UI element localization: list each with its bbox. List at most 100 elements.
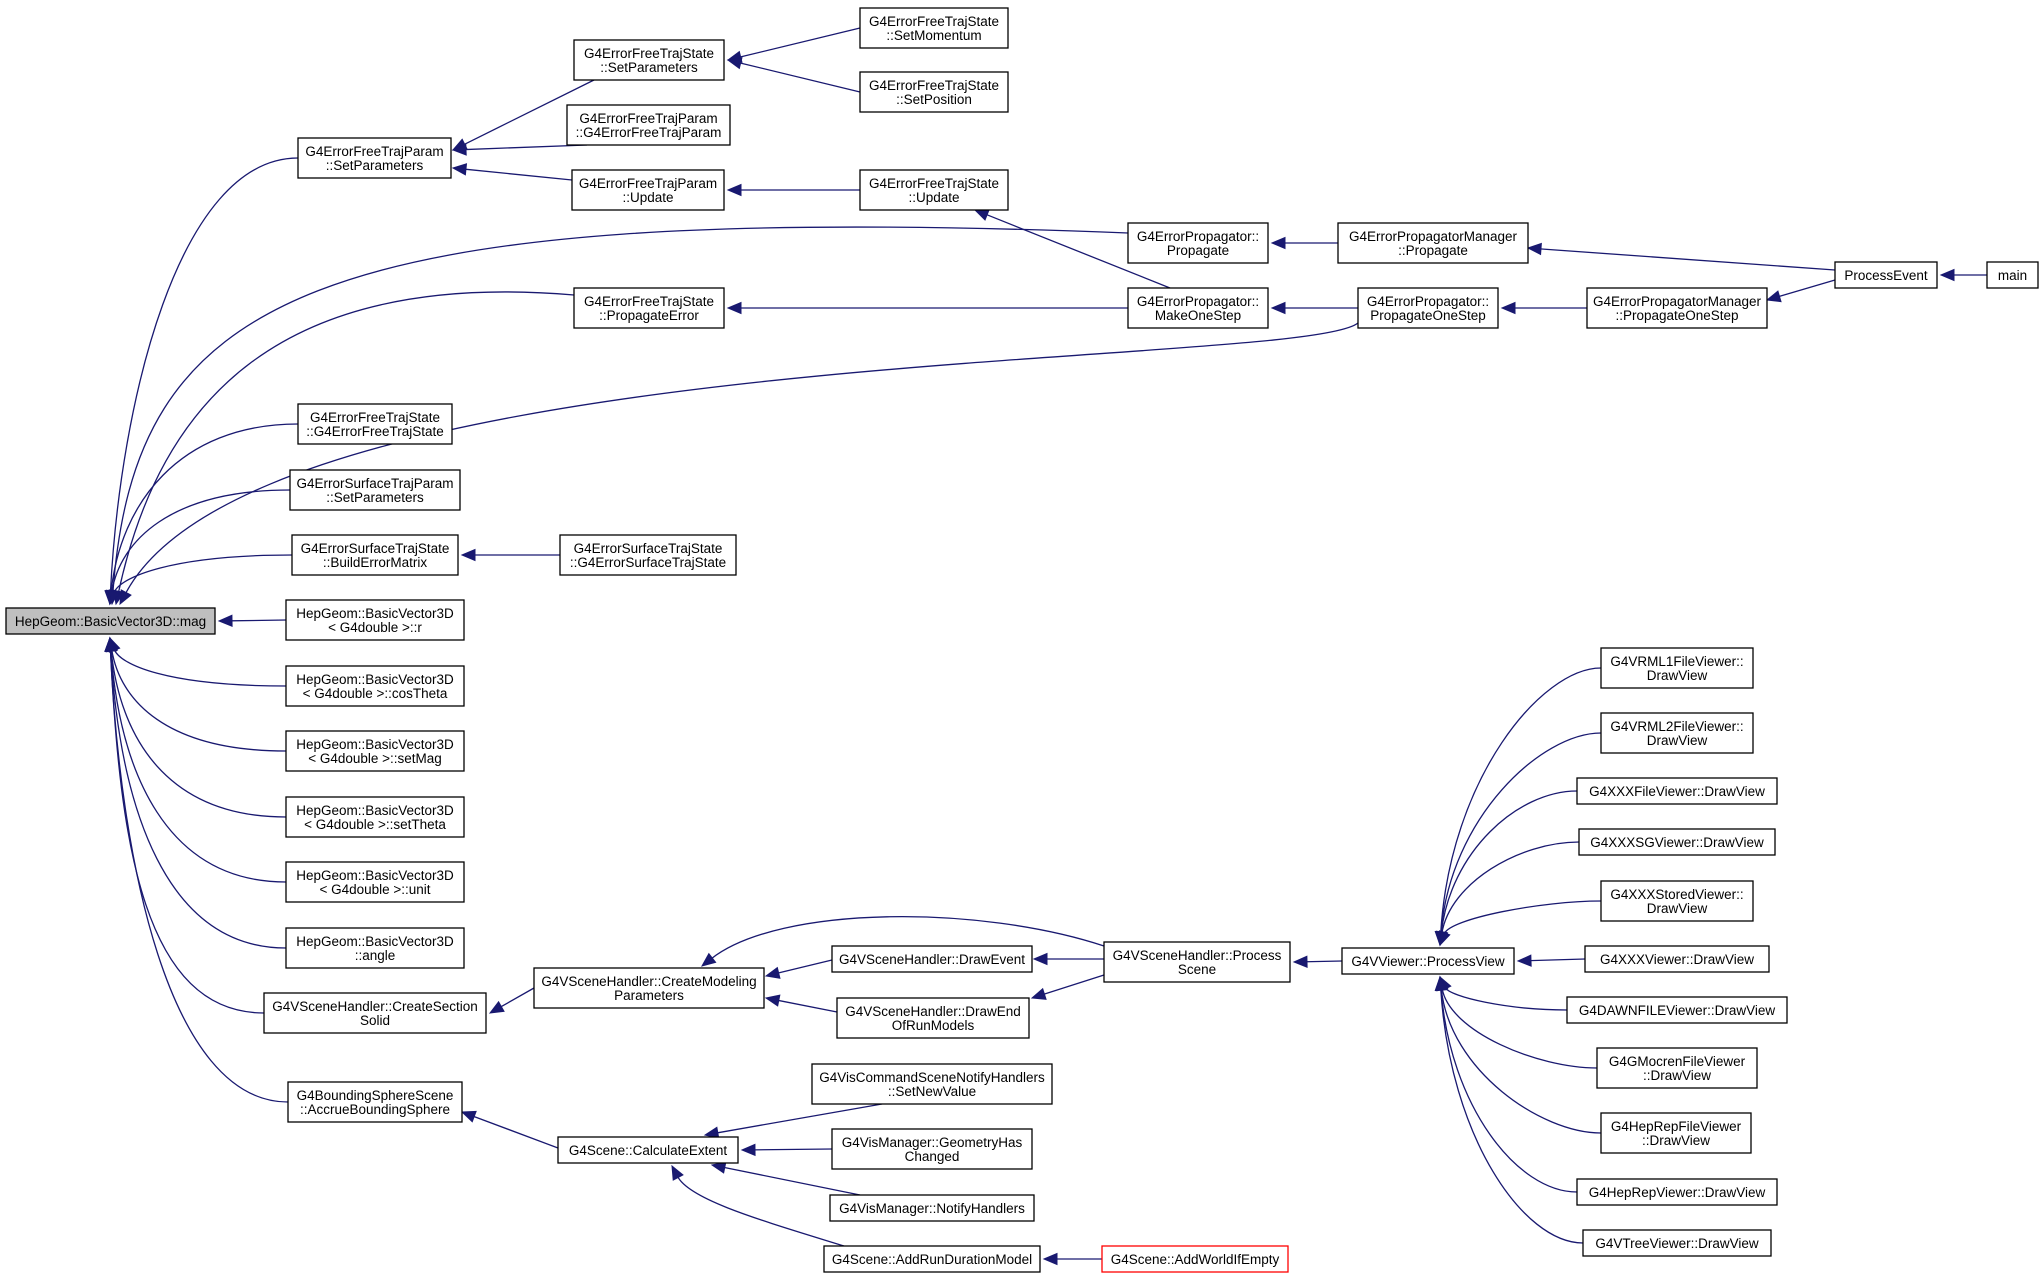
node-box <box>287 1081 463 1123</box>
graph-node-heprep[interactable]: G4HepRepViewer::DrawView <box>1576 1178 1778 1206</box>
node-label: G4VisManager::NotifyHandlers <box>839 1201 1025 1216</box>
graph-node-heprepfile[interactable]: G4HepRepFileViewer::DrawView <box>1600 1112 1752 1154</box>
graph-node-vcsnh-setnewvalue[interactable]: G4VisCommandSceneNotifyHandlers::SetNewV… <box>811 1063 1053 1105</box>
graph-node-scene-addworld[interactable]: G4Scene::AddWorldIfEmpty <box>1101 1245 1289 1273</box>
node-label: ::SetNewValue <box>888 1084 976 1099</box>
node-box <box>285 927 465 969</box>
node-label: ::DrawView <box>1643 1068 1711 1083</box>
node-label: G4VViewer::ProcessView <box>1351 954 1505 969</box>
graph-node-ep-propagate[interactable]: G4ErrorPropagator::Propagate <box>1127 222 1269 264</box>
graph-node-vtree[interactable]: G4VTreeViewer::DrawView <box>1582 1229 1772 1257</box>
node-label: main <box>1998 268 2027 283</box>
graph-node-xxxfile[interactable]: G4XXXFileViewer::DrawView <box>1576 777 1778 805</box>
graph-node-bv-r[interactable]: HepGeom::BasicVector3D< G4double >::r <box>285 599 465 641</box>
arrowhead-icon <box>1032 952 1048 966</box>
graph-node-xxx[interactable]: G4XXXViewer::DrawView <box>1584 945 1770 973</box>
node-label: ::G4ErrorSurfaceTrajState <box>570 555 726 570</box>
node-box <box>285 599 465 641</box>
edge-line <box>112 226 1129 593</box>
graph-node-bv-setmag[interactable]: HepGeom::BasicVector3D< G4double >::setM… <box>285 730 465 772</box>
call-edge-ep_propagateonestep-to-ep_makeonestep <box>1270 301 1358 315</box>
node-box <box>1600 647 1754 689</box>
graph-node-bv-unit[interactable]: HepGeom::BasicVector3D< G4double >::unit <box>285 861 465 903</box>
graph-node-xxxsg[interactable]: G4XXXSGViewer::DrawView <box>1578 828 1776 856</box>
graph-node-gmocren[interactable]: G4GMocrenFileViewer::DrawView <box>1596 1047 1758 1089</box>
graph-node-root[interactable]: HepGeom::BasicVector3D::mag <box>5 607 216 635</box>
graph-node-vsh-drawevent[interactable]: G4VSceneHandler::DrawEvent <box>831 945 1033 973</box>
graph-node-ets-setposition[interactable]: G4ErrorFreeTrajState::SetPosition <box>859 71 1009 113</box>
graph-node-ests-builderror[interactable]: G4ErrorSurfaceTrajState::BuildErrorMatri… <box>291 534 459 576</box>
graph-node-bv-costheta[interactable]: HepGeom::BasicVector3D< G4double >::cosT… <box>285 665 465 707</box>
call-edge-xxx-to-vv_processview <box>1516 954 1586 967</box>
node-box <box>1101 1245 1289 1273</box>
node-box <box>859 71 1009 113</box>
graph-node-dawnfile[interactable]: G4DAWNFILEViewer::DrawView <box>1566 996 1788 1024</box>
node-label: G4HepRepFileViewer <box>1611 1119 1742 1134</box>
node-label: Propagate <box>1167 243 1229 258</box>
graph-node-ep-propagateonestep[interactable]: G4ErrorPropagator::PropagateOneStep <box>1357 287 1499 329</box>
node-box <box>1127 287 1269 329</box>
graph-node-processevent[interactable]: ProcessEvent <box>1834 261 1938 289</box>
arrowhead-icon <box>740 1143 756 1157</box>
graph-node-vsh-createmodeling[interactable]: G4VSceneHandler::CreateModelingParameter… <box>533 967 765 1009</box>
node-box <box>566 104 731 146</box>
graph-node-estp-setparams[interactable]: G4ErrorSurfaceTrajParam::SetParameters <box>289 469 461 511</box>
graph-node-vv-processview[interactable]: G4VViewer::ProcessView <box>1341 947 1515 975</box>
graph-node-ets-update[interactable]: G4ErrorFreeTrajState::Update <box>859 169 1009 211</box>
arrowhead-icon <box>104 636 117 652</box>
call-edge-vsh_drawend-to-vsh_createmodeling <box>764 994 838 1013</box>
call-edge-xxxstored-to-vv_processview <box>1438 900 1602 947</box>
edge-line <box>1043 974 1105 995</box>
node-box <box>831 1128 1033 1170</box>
graph-node-ests-ctor[interactable]: G4ErrorSurfaceTrajState::G4ErrorSurfaceT… <box>559 534 737 576</box>
node-box <box>557 1136 739 1164</box>
arrowhead-icon <box>217 614 233 628</box>
node-label: G4ErrorPropagator:: <box>1137 229 1259 244</box>
call-edge-vrml2-to-vv_processview <box>1434 732 1602 947</box>
graph-node-epm-propagateonestep[interactable]: G4ErrorPropagatorManager::PropagateOneSt… <box>1586 287 1768 329</box>
call-edge-vsh_processscene-to-vsh_createmodeling <box>700 916 1105 967</box>
node-label: G4VSceneHandler::CreateModeling <box>541 974 756 989</box>
graph-node-etp-setparams[interactable]: G4ErrorFreeTrajParam::SetParameters <box>297 137 452 179</box>
node-box <box>1357 287 1499 329</box>
call-edge-vm_geometryhas-to-scene_calcextent <box>740 1143 833 1157</box>
node-label: ::Update <box>622 190 673 205</box>
graph-node-etp-update[interactable]: G4ErrorFreeTrajParam::Update <box>571 169 725 211</box>
node-label: G4ErrorFreeTrajState <box>869 78 999 93</box>
graph-node-xxxstored[interactable]: G4XXXStoredViewer::DrawView <box>1600 880 1754 922</box>
graph-node-vrml1[interactable]: G4VRML1FileViewer::DrawView <box>1600 647 1754 689</box>
graph-node-bv-angle[interactable]: HepGeom::BasicVector3D::angle <box>285 927 465 969</box>
call-edge-bss_accrue-to-root <box>104 636 289 1103</box>
edge-line <box>1444 987 1568 1011</box>
call-edge-vv_processview-to-vsh_processscene <box>1292 955 1343 968</box>
graph-node-vrml2[interactable]: G4VRML2FileViewer::DrawView <box>1600 712 1754 754</box>
edge-line <box>985 213 1171 289</box>
node-label: HepGeom::BasicVector3D <box>296 606 454 621</box>
node-box <box>1600 712 1754 754</box>
graph-node-bv-settheta[interactable]: HepGeom::BasicVector3D< G4double >::setT… <box>285 796 465 838</box>
graph-node-ets-setparams[interactable]: G4ErrorFreeTrajState::SetParameters <box>573 39 725 81</box>
node-box <box>1576 1178 1778 1206</box>
arrowhead-icon <box>1500 301 1516 315</box>
graph-node-main[interactable]: main <box>1986 261 2039 289</box>
arrowhead-icon <box>973 209 990 221</box>
edge-line <box>1440 988 1578 1193</box>
graph-node-bss-accrue[interactable]: G4BoundingSphereScene::AccrueBoundingSph… <box>287 1081 463 1123</box>
graph-node-ep-makeonestep[interactable]: G4ErrorPropagator::MakeOneStep <box>1127 287 1269 329</box>
graph-node-etp-ctor[interactable]: G4ErrorFreeTrajParam::G4ErrorFreeTrajPar… <box>566 104 731 146</box>
graph-node-scene-addrunduration[interactable]: G4Scene::AddRunDurationModel <box>823 1245 1041 1273</box>
graph-node-ets-propagateerror[interactable]: G4ErrorFreeTrajState::PropagateError <box>573 287 725 329</box>
node-label: ::SetParameters <box>326 490 424 505</box>
graph-node-vm-notifyhandlers[interactable]: G4VisManager::NotifyHandlers <box>829 1194 1035 1222</box>
graph-node-scene-calcextent[interactable]: G4Scene::CalculateExtent <box>557 1136 739 1164</box>
edge-line <box>110 649 287 818</box>
graph-node-ets-setmomentum[interactable]: G4ErrorFreeTrajState::SetMomentum <box>859 7 1009 49</box>
call-edge-bv_costheta-to-root <box>108 636 287 687</box>
graph-node-ets-ctor[interactable]: G4ErrorFreeTrajState::G4ErrorFreeTrajSta… <box>297 403 453 445</box>
graph-node-epm-propagate[interactable]: G4ErrorPropagatorManager::Propagate <box>1337 222 1529 264</box>
node-label: G4VSceneHandler::DrawEvent <box>839 952 1025 967</box>
